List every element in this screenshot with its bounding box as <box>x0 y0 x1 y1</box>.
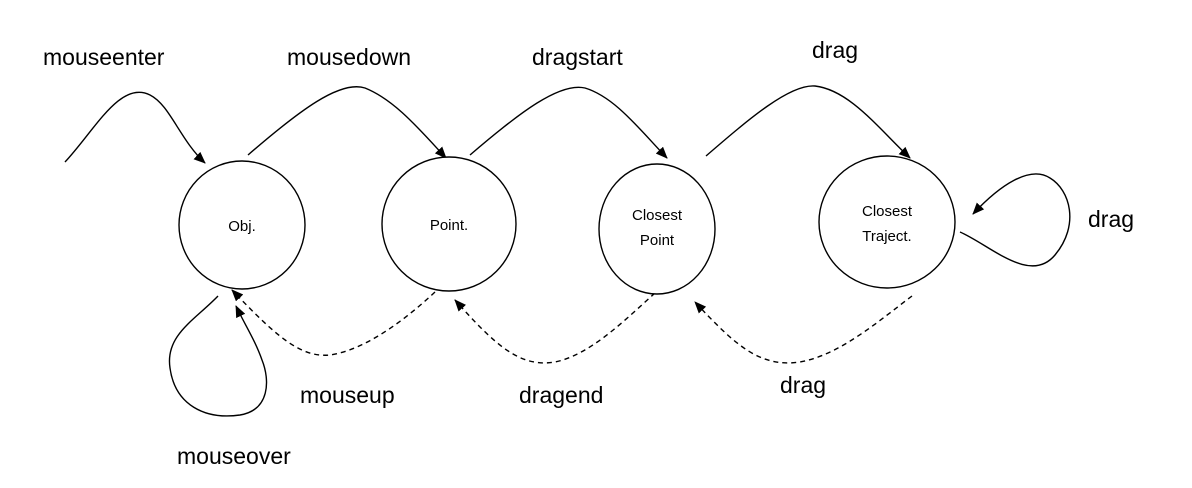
edge-dragend <box>454 292 656 364</box>
edge-mouseover-self <box>168 295 268 417</box>
edge-mousedown <box>247 86 447 159</box>
node-closest-point: Closest Point <box>598 163 716 295</box>
edge-label-mouseup: mouseup <box>300 382 395 408</box>
node-closest-traject: Closest Traject. <box>818 155 956 289</box>
node-obj: Obj. <box>178 160 306 290</box>
node-point: Point. <box>381 156 517 292</box>
edge-label-dragstart: dragstart <box>532 44 623 70</box>
node-closest-point-label-line2: Point <box>640 232 675 249</box>
node-closest-point-label-line1: Closest <box>632 207 683 224</box>
edge-label-drag-self: drag <box>1088 206 1134 232</box>
node-point-label: Point. <box>430 217 468 234</box>
edge-drag-self <box>959 173 1071 267</box>
edge-dragstart <box>469 86 668 159</box>
edge-label-mousedown: mousedown <box>287 44 411 70</box>
edge-label-mouseover: mouseover <box>177 443 291 469</box>
node-closest-traject-label-line2: Traject. <box>862 228 911 245</box>
edge-label-dragend: dragend <box>519 382 603 408</box>
edge-label-drag-forward: drag <box>812 37 858 63</box>
node-closest-traject-label-line1: Closest <box>862 203 913 220</box>
node-obj-label: Obj. <box>228 218 256 235</box>
edge-drag-back <box>694 295 913 364</box>
edge-mouseup <box>231 289 436 356</box>
edge-label-mouseenter: mouseenter <box>43 44 165 70</box>
edge-mouseenter <box>64 91 206 164</box>
edge-drag-forward <box>705 85 911 159</box>
edge-label-drag-back: drag <box>780 372 826 398</box>
